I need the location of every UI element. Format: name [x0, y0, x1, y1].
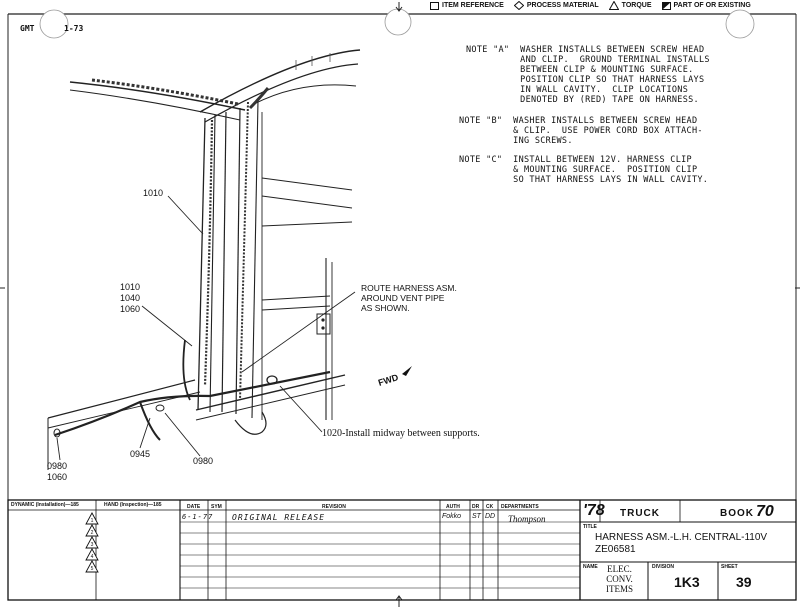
part-number: ZE06581: [595, 544, 636, 555]
callout-0980: 0980: [193, 456, 214, 466]
symbol-legend: ITEM REFERENCE PROCESS MATERIAL TORQUE P…: [430, 1, 751, 10]
vehicle-type: TRUCK: [620, 508, 660, 519]
title-label: TITLE: [583, 524, 597, 530]
division-code: 1K3: [674, 574, 700, 590]
item-name: ELEC. CONV. ITEMS: [606, 564, 633, 594]
revision-date: 6-1-77: [182, 513, 214, 521]
half-filled-square-icon: [661, 1, 671, 10]
callout-1010-1040-1060: 1010 1040 1060: [120, 282, 141, 314]
note-b: NOTE "B" WASHER INSTALLS BETWEEN SCREW H…: [459, 116, 703, 146]
diamond-icon: [513, 1, 524, 10]
auth-header: AUTH: [446, 504, 460, 510]
legend-item-reference: ITEM REFERENCE: [430, 1, 504, 10]
svg-text:2: 2: [91, 530, 94, 536]
svg-text:3: 3: [91, 542, 94, 548]
revision-ck: DD: [485, 513, 496, 520]
revision-dr: ST: [472, 513, 481, 520]
callout-0980-1060: 0980 1060: [47, 461, 68, 482]
revision-department-signature: Thompson: [508, 514, 546, 524]
callout-1010: 1010: [143, 188, 164, 198]
sheet-number: 39: [736, 574, 752, 590]
legend-process-material: PROCESS MATERIAL: [513, 1, 599, 10]
warning-triangles: [85, 512, 99, 573]
route-harness-note: ROUTE HARNESS ASM. AROUND VENT PIPE AS S…: [361, 283, 457, 313]
name-label: NAME: [583, 564, 598, 570]
model-year: '78: [583, 502, 605, 519]
hand-header: HAND (Inspection)—185: [104, 502, 162, 508]
revision-text: ORIGINAL RELEASE: [232, 513, 326, 522]
legend-part-of-existing: PART OF OR EXISTING: [661, 1, 751, 10]
revision-header: REVISION: [322, 504, 346, 510]
note-c: NOTE "C" INSTALL BETWEEN 12V. HARNESS CL…: [459, 155, 709, 185]
svg-text:1: 1: [91, 518, 94, 524]
revision-auth: Fokko: [442, 513, 462, 520]
svg-text:4: 4: [91, 554, 94, 560]
departments-header: DEPARTMENTS: [501, 504, 539, 510]
book-number: 70: [756, 503, 774, 520]
square-icon: [430, 1, 439, 10]
drawing-title: HARNESS ASM.-L.H. CENTRAL-110V: [595, 532, 768, 543]
note-a: NOTE "A" WASHER INSTALLS BETWEEN SCREW H…: [466, 45, 710, 105]
legend-torque: TORQUE: [608, 1, 652, 10]
book-label: BOOK: [720, 508, 754, 519]
install-midway-note: 1020-Install midway between supports.: [322, 428, 480, 439]
dynamic-header: DYNAMIC (Installation)—185: [11, 502, 79, 508]
division-label: DIVISION: [652, 564, 674, 570]
svg-text:5: 5: [91, 566, 94, 572]
company-code: GMT: [20, 24, 35, 33]
sym-header: SYM: [211, 504, 222, 510]
ck-header: CK: [486, 504, 494, 510]
dr-header: DR: [472, 504, 480, 510]
date-header: DATE: [187, 504, 201, 510]
callout-0945: 0945: [130, 449, 151, 459]
sheet-reference: 1-73: [64, 24, 84, 33]
triangle-icon: [608, 1, 619, 10]
sheet-label: SHEET: [721, 564, 738, 570]
